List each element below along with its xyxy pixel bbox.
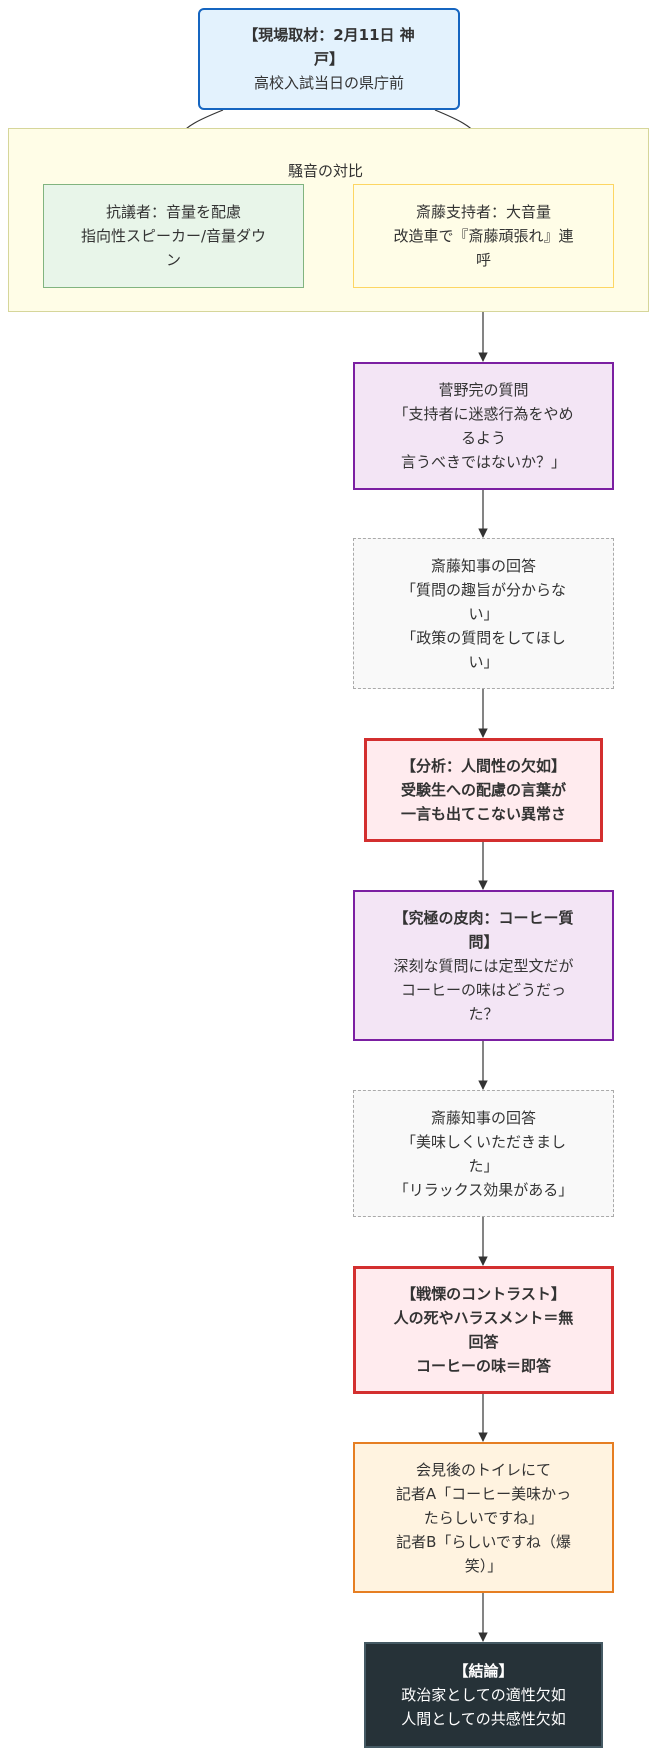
node-toilet: 会見後のトイレにて 記者A「コーヒー美味かっ たらしいですね」 記者B「らしいで… bbox=[353, 1442, 614, 1593]
analysis-title-line: 【分析：人間性の欠如】 bbox=[400, 757, 566, 775]
node-answer2: 斎藤知事の回答 「美味しくいただきまし た」 「リラックス効果がある」 bbox=[353, 1090, 614, 1217]
node-answer1: 斎藤知事の回答 「質問の趣旨が分からな い」 「政策の質問をしてほし い」 bbox=[353, 538, 614, 689]
conclusion-title-line: 【結論】 bbox=[453, 1662, 514, 1680]
answer1-line: い」 bbox=[468, 652, 499, 671]
answer2-line: た」 bbox=[468, 1156, 499, 1175]
answer2-line: 斎藤知事の回答 bbox=[430, 1108, 536, 1127]
supporters-line: 呼 bbox=[475, 251, 491, 269]
toilet-line: 笑）」 bbox=[464, 1556, 503, 1575]
coffee-line: た？ bbox=[468, 1004, 499, 1023]
node-supporters: 斎藤支持者：大音量 改造車で『斎藤頑張れ』連 呼 bbox=[353, 184, 614, 288]
toilet-line: 会見後のトイレにて bbox=[415, 1460, 551, 1479]
node-scene: 【現場取材：2月11日 神 戸】 高校入試当日の県庁前 bbox=[198, 8, 460, 110]
contrast-line: コーヒーの味＝即答 bbox=[415, 1357, 551, 1375]
protesters-line: 指向性スピーカー/音量ダウ bbox=[80, 227, 267, 245]
node-analysis: 【分析：人間性の欠如】 受験生への配慮の言葉が 一言も出てこない異常さ bbox=[364, 738, 603, 842]
node-conclusion: 【結論】 政治家としての適性欠如 人間としての共感性欠如 bbox=[364, 1642, 603, 1748]
toilet-line: 記者A「コーヒー美味かっ bbox=[395, 1484, 572, 1503]
toilet-line: 記者B「らしいですね（爆 bbox=[396, 1532, 571, 1551]
analysis-line: 受験生への配慮の言葉が bbox=[400, 781, 566, 799]
coffee-line: 深刻な質問には定型文だが bbox=[393, 956, 574, 975]
kanno-line: 言うべきではないか？」 bbox=[400, 453, 566, 471]
analysis-line: 一言も出てこない異常さ bbox=[400, 805, 566, 823]
scene-title-line: 戸】 bbox=[313, 50, 344, 68]
answer1-line: 「質問の趣旨が分からな bbox=[400, 580, 566, 599]
kanno-line: るよう bbox=[460, 429, 506, 447]
answer1-line: 「政策の質問をしてほし bbox=[401, 628, 566, 647]
node-protesters: 抗議者：音量を配慮 指向性スピーカー/音量ダウ ン bbox=[43, 184, 304, 288]
supporters-line: 斎藤支持者：大音量 bbox=[415, 203, 551, 221]
node-contrast: 【戦慄のコントラスト】 人の死やハラスメント＝無 回答 コーヒーの味＝即答 bbox=[353, 1266, 614, 1394]
scene-body-line: 高校入試当日の県庁前 bbox=[253, 74, 404, 92]
coffee-line: コーヒーの味はどうだっ bbox=[400, 980, 566, 999]
answer1-line: い」 bbox=[468, 604, 499, 623]
conclusion-line: 人間としての共感性欠如 bbox=[401, 1710, 566, 1728]
answer2-line: 「美味しくいただきまし bbox=[400, 1132, 566, 1151]
contrast-title-line: 【戦慄のコントラスト】 bbox=[401, 1285, 566, 1303]
supporters-line: 改造車で『斎藤頑張れ』連 bbox=[393, 227, 574, 245]
contrast-line: 人の死やハラスメント＝無 bbox=[393, 1309, 574, 1327]
kanno-line: 菅野完の質問 bbox=[438, 381, 529, 399]
coffee-title-line: 問】 bbox=[468, 932, 499, 951]
coffee-title-line: 【究極の皮肉：コーヒー質 bbox=[393, 908, 574, 927]
subgraph-title: 騒音の対比 bbox=[288, 162, 364, 180]
scene-title-line: 【現場取材：2月11日 神 bbox=[243, 26, 415, 44]
conclusion-line: 政治家としての適性欠如 bbox=[401, 1686, 566, 1704]
protesters-line: ン bbox=[165, 251, 181, 269]
protesters-line: 抗議者：音量を配慮 bbox=[105, 203, 241, 221]
answer1-line: 斎藤知事の回答 bbox=[430, 556, 536, 575]
answer2-line: 「リラックス効果がある」 bbox=[393, 1180, 574, 1199]
kanno-line: 「支持者に迷惑行為をやめ bbox=[393, 405, 574, 423]
toilet-line: たらしいですね」 bbox=[423, 1508, 544, 1527]
node-coffee-question: 【究極の皮肉：コーヒー質 問】 深刻な質問には定型文だが コーヒーの味はどうだっ… bbox=[353, 890, 614, 1041]
contrast-line: 回答 bbox=[468, 1333, 499, 1351]
node-kanno-question: 菅野完の質問 「支持者に迷惑行為をやめ るよう 言うべきではないか？」 bbox=[353, 362, 614, 490]
